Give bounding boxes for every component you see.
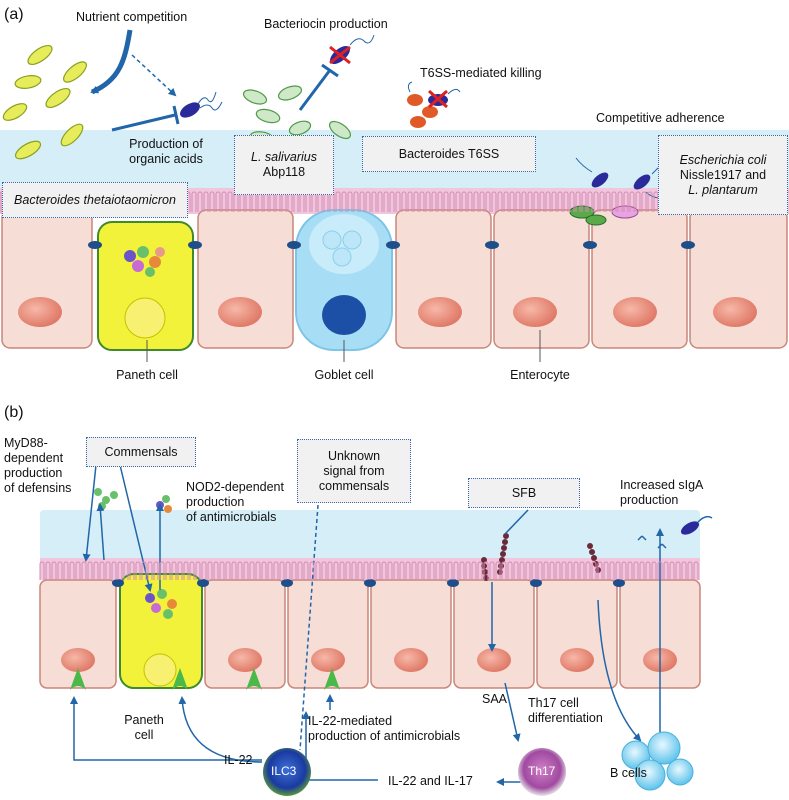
enterocyte-label: Enterocyte xyxy=(510,368,570,382)
il22-mediated-line1: IL-22-mediated xyxy=(308,714,393,728)
panel-a-label: (a) xyxy=(4,6,24,23)
organic-acids-label: Production of organic acids xyxy=(120,137,212,167)
commensals-box: Commensals xyxy=(86,437,196,467)
siga-antibodies xyxy=(637,515,713,549)
nod2-line2: production xyxy=(186,495,245,509)
t6ss-bacteria xyxy=(407,81,461,128)
mucus-layer-b xyxy=(40,510,700,570)
unknown-line2: signal from xyxy=(323,463,385,478)
salivarius-box: L. salivarius Abp118 xyxy=(234,135,334,195)
commensals-text: Commensals xyxy=(104,444,178,459)
tight-junctions-b xyxy=(112,579,625,587)
organic-acids-line2: organic acids xyxy=(129,152,203,166)
ilc3-label: ILC3 xyxy=(271,764,297,778)
ecoli-box-line1: Escherichia coli xyxy=(679,152,767,167)
nucleus xyxy=(713,297,757,327)
goblet-cell-a xyxy=(295,209,393,351)
salivarius-box-line2: Abp118 xyxy=(262,165,306,179)
il22-mediated-line2: production of antimicrobials xyxy=(308,729,461,743)
enterocyte xyxy=(493,209,590,349)
th17-cell xyxy=(518,748,566,796)
enterocyte xyxy=(689,209,788,349)
killed-bacterium-a xyxy=(329,34,375,65)
nutrient-dashed-arrow xyxy=(131,54,177,97)
myd88-line2: dependent xyxy=(4,451,64,465)
siga-line1: Increased sIgA xyxy=(620,478,704,492)
enterocyte-row-a xyxy=(1,209,788,349)
il22-label: IL-22 xyxy=(224,753,253,767)
t6ss-killing-label: T6SS-mediated killing xyxy=(420,66,542,80)
th17-diff-line2: differentiation xyxy=(528,711,603,725)
microvilli-row-b xyxy=(39,561,699,580)
panel-b xyxy=(39,464,713,796)
siga-line2: production xyxy=(620,493,679,507)
paneth-cell-b xyxy=(119,573,203,689)
nod2-label: NOD2-dependent production of antimicrobi… xyxy=(186,480,284,525)
nucleus xyxy=(18,297,62,327)
paneth-line2: cell xyxy=(134,728,154,742)
nucleus xyxy=(613,297,657,327)
bacteroides-t6ss-box: Bacteroides T6SS xyxy=(362,136,536,172)
paneth-cell-a xyxy=(97,221,194,351)
nutrient-competition-label: Nutrient competition xyxy=(76,10,188,24)
salivarius-box-line1: L. salivarius xyxy=(251,150,317,164)
organic-acids-line1: Production of xyxy=(129,137,203,151)
b-cells xyxy=(621,731,694,791)
antimicrobial-plumes xyxy=(70,668,340,690)
saa-label: SAA xyxy=(482,692,508,706)
nod2-line1: NOD2-dependent xyxy=(186,480,284,494)
unknown-line3: commensals xyxy=(318,478,390,493)
paneth-cell-label-b: Paneth cell xyxy=(124,713,164,743)
myd88-line3: production xyxy=(4,466,63,480)
yellow-bacteria xyxy=(2,44,87,160)
il22-mediated-label: IL-22-mediated production of antimicrobi… xyxy=(308,714,460,744)
tight-junctions-a xyxy=(88,241,695,249)
enterocyte xyxy=(591,209,688,349)
myd88-line4: of defensins xyxy=(4,481,72,495)
th17-diff-label: Th17 cell differentiation xyxy=(528,696,603,726)
unknown-signal-box: Unknown signal from commensals xyxy=(297,439,411,503)
competitive-adherence-label: Competitive adherence xyxy=(596,111,725,125)
th17-diff-line1: Th17 cell xyxy=(528,696,579,710)
il22-il17-label: IL-22 and IL-17 xyxy=(388,774,473,788)
th17-label: Th17 xyxy=(528,764,556,778)
panel-b-label: (b) xyxy=(4,404,24,421)
thetaiotaomicron-box: Bacteroides thetaiotaomicron xyxy=(2,182,188,218)
nutrient-arrow xyxy=(90,29,133,95)
nucleus xyxy=(513,297,557,327)
enterocyte xyxy=(197,209,294,349)
sfb-text: SFB xyxy=(511,485,537,500)
panel-b-arrows xyxy=(70,464,664,786)
myd88-line1: MyD88- xyxy=(4,436,48,450)
goblet-cell-label: Goblet cell xyxy=(314,368,374,382)
nucleus xyxy=(418,297,462,327)
thetaiotaomicron-text: Bacteroides thetaiotaomicron xyxy=(14,192,176,207)
sfb-box: SFB xyxy=(468,478,580,508)
ilc3-cell xyxy=(263,748,311,796)
nucleus xyxy=(218,297,262,327)
enterocyte xyxy=(395,209,492,349)
b-cells-label: B cells xyxy=(610,766,647,780)
bacteriocin-inhibition xyxy=(298,69,332,111)
siga-label: Increased sIgA production xyxy=(620,478,703,508)
pathogen-bacterium xyxy=(180,91,223,118)
myd88-label: MyD88- dependent production of defensins xyxy=(4,436,71,496)
enterocyte xyxy=(1,209,93,349)
ecoli-box: Escherichia coli Nissle1917 and L. plant… xyxy=(658,135,788,215)
paneth-cell-label-a: Paneth cell xyxy=(116,368,178,382)
ecoli-box-line3: L. plantarum xyxy=(688,182,758,197)
bacteriocin-production-label: Bacteriocin production xyxy=(264,17,388,31)
organic-acid-inhibition xyxy=(111,113,176,132)
ecoli-box-line2: Nissle1917 and xyxy=(679,167,767,182)
unknown-line1: Unknown xyxy=(327,448,381,463)
nod2-line3: of antimicrobials xyxy=(186,510,277,524)
bacteroides-t6ss-text: Bacteroides T6SS xyxy=(398,146,500,161)
paneth-line1: Paneth xyxy=(124,713,164,727)
